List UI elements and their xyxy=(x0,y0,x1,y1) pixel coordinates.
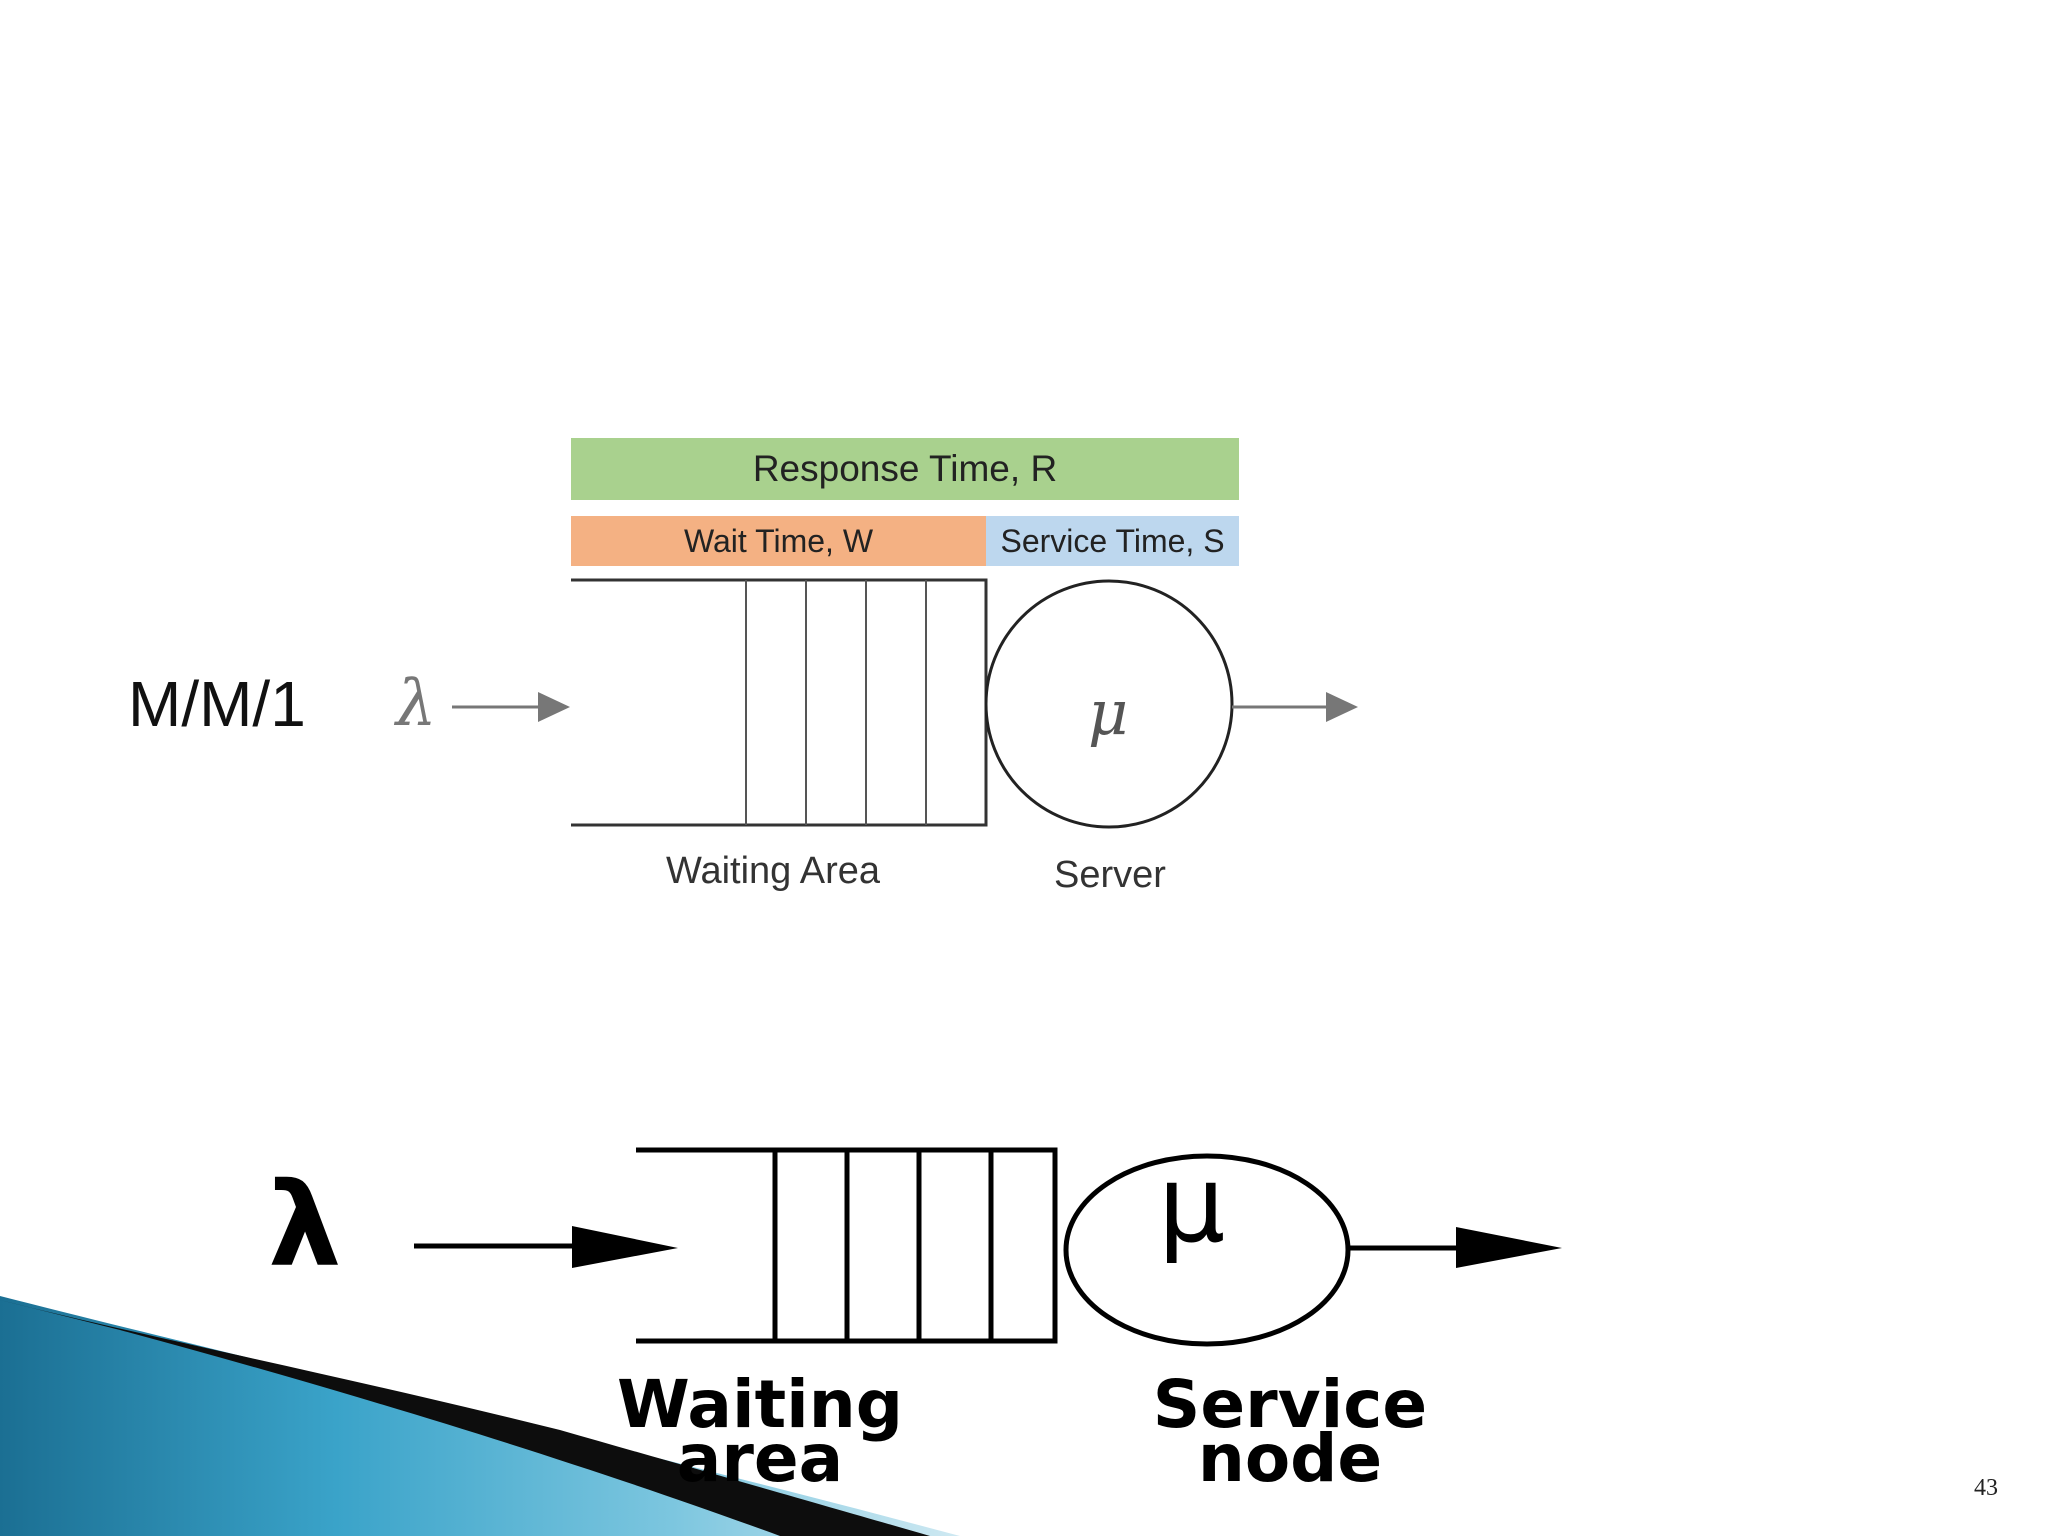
response-time-bar: Response Time, R xyxy=(571,438,1239,500)
arrival-arrowhead xyxy=(538,692,570,722)
swoosh-black xyxy=(0,1300,930,1536)
waiting-area-caption-line2: area xyxy=(676,1420,844,1497)
service-time-bar: Service Time, S xyxy=(986,516,1239,566)
service-node-caption-line1: Service xyxy=(1152,1366,1428,1443)
wait-time-label: Wait Time, W xyxy=(683,522,874,559)
service-rate-symbol: μ xyxy=(1088,676,1129,749)
service-node-caption-bottom: Service node xyxy=(1070,1366,1510,1497)
server-caption: Server xyxy=(1054,854,1166,896)
server-circle xyxy=(984,579,1234,829)
arrival-rate-symbol-bottom: λ xyxy=(268,1158,342,1293)
arrival-arrowhead-bottom xyxy=(572,1226,678,1268)
arrival-rate-symbol: λ xyxy=(396,667,437,741)
service-rate-symbol-bottom: μ xyxy=(1158,1143,1226,1266)
page-number: 43 xyxy=(1974,1475,1998,1501)
waiting-area-caption-line1: Waiting xyxy=(616,1366,903,1443)
departure-arrowhead xyxy=(1326,692,1358,722)
service-time-label: Service Time, S xyxy=(1000,522,1225,559)
wait-time-bar: Wait Time, W xyxy=(571,516,986,566)
waiting-area-caption: Waiting Area xyxy=(666,850,881,892)
model-label: M/M/1 xyxy=(128,668,306,740)
response-time-label: Response Time, R xyxy=(752,448,1058,489)
waiting-area-caption-bottom: Waiting area xyxy=(540,1366,980,1497)
service-node-caption-line2: node xyxy=(1197,1420,1383,1497)
departure-arrowhead-bottom xyxy=(1456,1227,1562,1268)
